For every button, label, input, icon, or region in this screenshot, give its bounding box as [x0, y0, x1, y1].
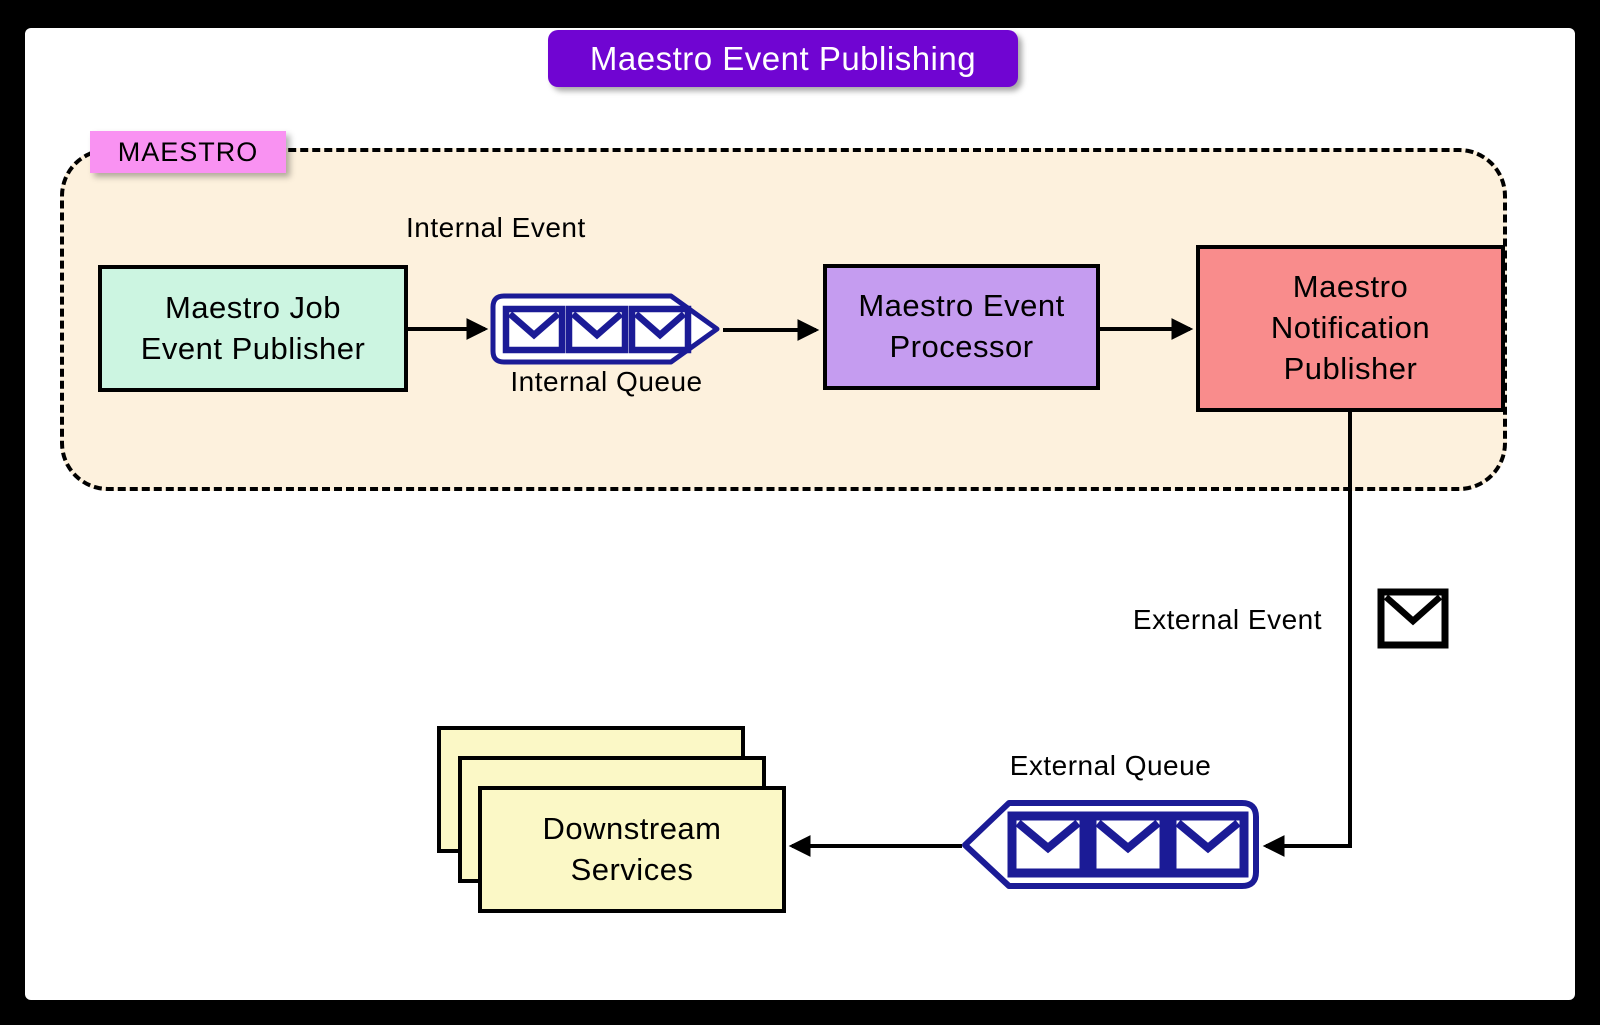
external-queue-label: External Queue [1009, 750, 1212, 781]
node-label-line: Maestro [1292, 269, 1409, 305]
internal-queue-icon [490, 293, 720, 365]
node-downstream-services: Downstream Services [478, 786, 786, 913]
envelope-icon [1377, 588, 1449, 649]
node-maestro-job-event-publisher: Maestro Job Event Publisher [98, 265, 408, 392]
internal-event-label: Internal Event [406, 212, 586, 243]
node-label-line: Services [570, 851, 694, 887]
envelope-icon [628, 305, 692, 354]
envelope-icon [1007, 811, 1089, 878]
node-maestro-event-processor: Maestro Event Processor [823, 264, 1100, 390]
internal-queue-label: Internal Queue [510, 366, 703, 397]
envelope-icon [502, 305, 566, 354]
node-maestro-notification-publisher: Maestro Notification Publisher [1196, 245, 1505, 412]
node-label-line: Maestro Job [164, 289, 342, 325]
envelope-icon [565, 305, 629, 354]
diagram-title-banner: Maestro Event Publishing [548, 30, 1018, 87]
envelope-icon [1087, 811, 1169, 878]
node-label-line: Event Publisher [140, 330, 366, 366]
external-queue-icon [962, 800, 1259, 889]
external-event-label: External Event [1132, 604, 1322, 635]
envelope-icon [1167, 811, 1249, 878]
maestro-group-label-text: MAESTRO [117, 136, 259, 167]
node-label-line: Maestro Event [858, 288, 1065, 324]
maestro-group-label: MAESTRO [90, 131, 286, 173]
diagram-title: Maestro Event Publishing [589, 39, 977, 77]
node-label-line: Publisher [1283, 350, 1418, 386]
node-label-line: Notification [1270, 310, 1431, 346]
node-label-line: Processor [889, 329, 1034, 364]
node-label-line: Downstream [542, 810, 722, 846]
